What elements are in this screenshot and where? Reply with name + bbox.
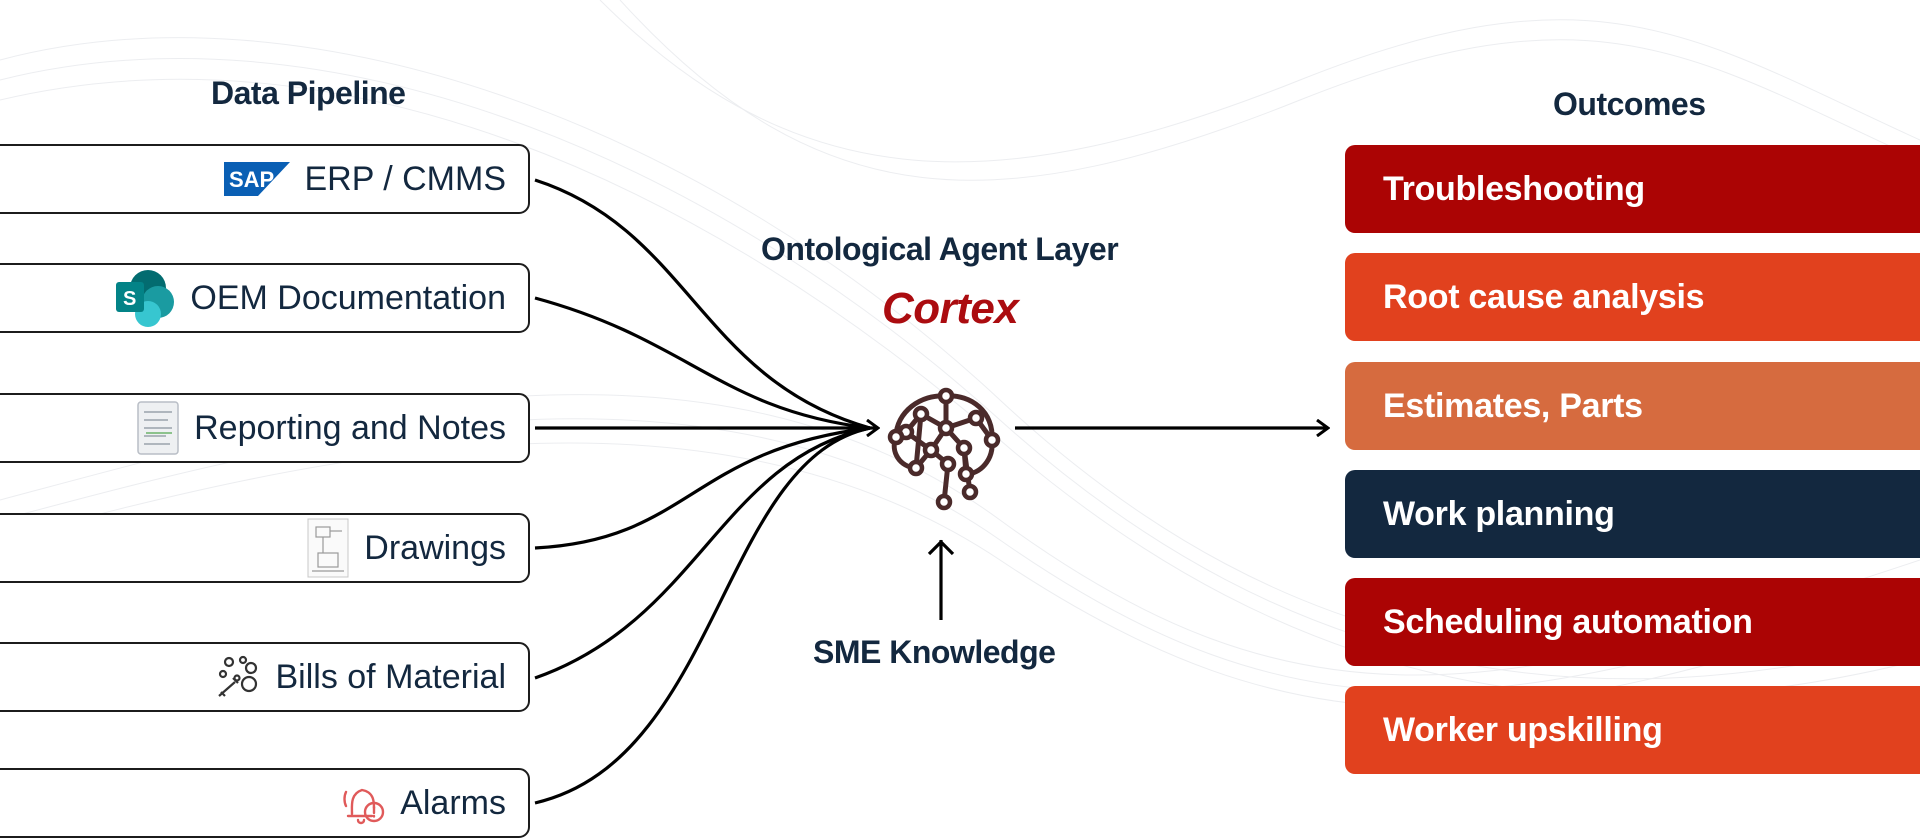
source-drawings: Drawings xyxy=(0,513,530,583)
parts-tools-icon xyxy=(215,654,261,700)
connector-oem xyxy=(534,296,871,430)
drawing-sheet-icon xyxy=(306,517,350,579)
sharepoint-icon: S xyxy=(114,268,176,328)
sap-logo-text: SAP xyxy=(229,167,274,192)
sap-logo-icon: SAP xyxy=(224,162,291,196)
cortex-title: Cortex xyxy=(882,284,1019,333)
report-document-icon xyxy=(136,400,180,456)
source-label: ERP / CMMS xyxy=(304,159,506,198)
outcome-label: Work planning xyxy=(1383,494,1615,533)
outcome-root-cause-analysis: Root cause analysis xyxy=(1345,253,1920,341)
outcome-label: Estimates, Parts xyxy=(1383,386,1643,425)
data-pipeline-heading: Data Pipeline xyxy=(211,75,406,111)
outcome-label: Root cause analysis xyxy=(1383,277,1705,316)
outcome-work-planning: Work planning xyxy=(1345,470,1920,558)
outcome-worker-upskilling: Worker upskilling xyxy=(1345,686,1920,774)
outcome-label: Troubleshooting xyxy=(1383,169,1645,208)
source-label: Bills of Material xyxy=(275,657,506,696)
connector-alarms xyxy=(534,426,871,805)
agent-layer-heading: Ontological Agent Layer xyxy=(761,231,1119,267)
outcome-label: Worker upskilling xyxy=(1383,710,1663,749)
source-label: Drawings xyxy=(364,528,506,567)
outcome-label: Scheduling automation xyxy=(1383,602,1753,641)
sharepoint-logo-text: S xyxy=(123,288,136,310)
source-erp-cmms: SAP ERP / CMMS xyxy=(0,144,530,214)
source-reporting-notes: Reporting and Notes xyxy=(0,393,530,463)
outcomes-heading: Outcomes xyxy=(1553,86,1706,122)
outcome-troubleshooting: Troubleshooting xyxy=(1345,145,1920,233)
alarm-bell-icon xyxy=(342,780,386,826)
outcome-scheduling-automation: Scheduling automation xyxy=(1345,578,1920,666)
connector-bom xyxy=(534,426,871,680)
source-label: Reporting and Notes xyxy=(194,408,506,447)
source-bills-of-material: Bills of Material xyxy=(0,642,530,712)
outcome-estimates-parts: Estimates, Parts xyxy=(1345,362,1920,450)
source-oem-documentation: S OEM Documentation xyxy=(0,263,530,333)
source-alarms: Alarms xyxy=(0,768,530,838)
connector-erp xyxy=(534,178,871,430)
sme-knowledge-label: SME Knowledge xyxy=(813,634,1056,670)
neural-brain-icon xyxy=(887,387,1001,511)
source-label: Alarms xyxy=(400,783,506,822)
source-label: OEM Documentation xyxy=(190,278,506,317)
connector-drawings xyxy=(534,426,871,550)
